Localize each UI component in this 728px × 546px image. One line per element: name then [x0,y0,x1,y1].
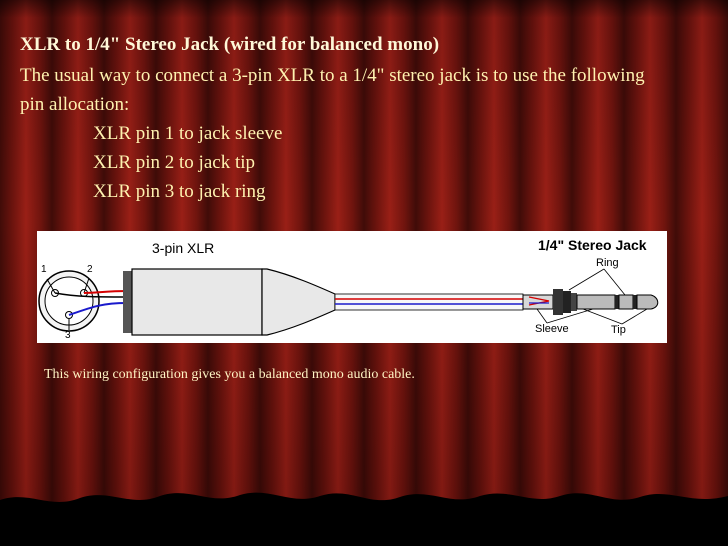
ring-label: Ring [596,257,619,269]
xlr-pin-3-hole [65,311,73,319]
jack-collar [553,289,563,315]
jack-sleeve [576,294,616,310]
curtain-valance [0,0,728,18]
pin-1-label: 1 [41,264,47,275]
jack-sleeve-shell [522,294,554,310]
tip-label: Tip [611,324,626,336]
xlr-wire-pin-1 [54,292,128,298]
xlr-label: 3-pin XLR [152,240,215,256]
wiring-diagram: 3-pin XLR 1/4" Stereo Jack 1 2 3 Ring Sl… [37,231,667,343]
xlr-wire-pin-3 [68,302,128,316]
sleeve-label: Sleeve [535,323,569,335]
pin-2-label: 2 [87,264,93,275]
jack-tip [636,294,659,310]
stage-floor [0,492,728,546]
pin-allocation-item: XLR pin 2 to jack tip [93,152,256,173]
pin-allocation-list: XLR pin 1 to jack sleeve XLR pin 2 to ja… [93,119,282,206]
xlr-boot [261,268,336,336]
wiring-diagram-drawing [38,268,659,336]
jack-label: 1/4" Stereo Jack [538,237,647,253]
pin-allocation-item: XLR pin 3 to jack ring [93,181,266,202]
xlr-wire-pin-2 [83,290,128,294]
caption: This wiring configuration gives you a ba… [44,367,415,382]
pin-allocation-item: XLR pin 1 to jack sleeve [93,123,283,144]
jack-ring [618,294,634,310]
cable [334,293,524,311]
slide-title: XLR to 1/4" Stereo Jack (wired for balan… [20,34,440,55]
xlr-body-band [123,271,133,333]
intro-paragraph: The usual way to connect a 3-pin XLR to … [20,65,645,115]
xlr-body [131,268,263,336]
pin-3-label: 3 [65,330,71,341]
